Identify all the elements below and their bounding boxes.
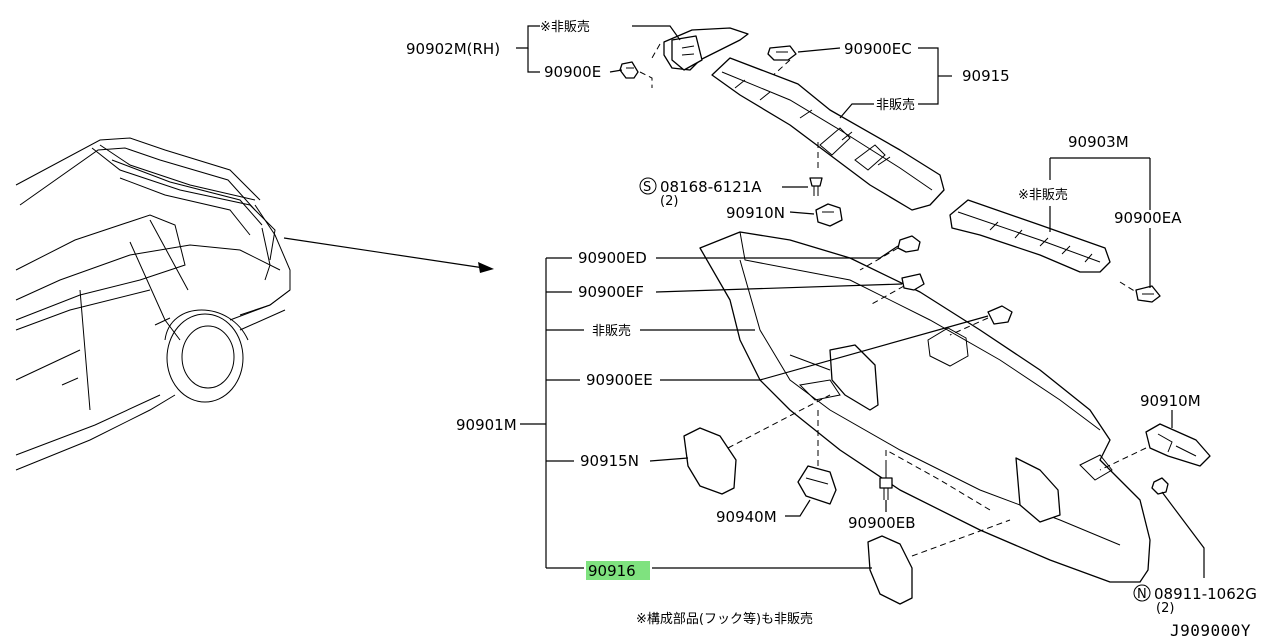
label-90915: 90915 xyxy=(962,67,1010,85)
part-90916 xyxy=(867,535,913,605)
symbol-s: S xyxy=(643,180,651,195)
label-90900EE: 90900EE xyxy=(586,371,653,389)
part-90915N xyxy=(683,427,737,495)
label-90900EF: 90900EF xyxy=(578,283,644,301)
label-90902M-RH: 90902M(RH) xyxy=(406,40,500,58)
part-08168-6121A-screw xyxy=(809,177,823,196)
label-not-sold-left: 非販売 xyxy=(592,323,631,339)
part-90901M-main-trim xyxy=(699,231,1151,583)
part-90900EA xyxy=(1135,285,1161,303)
symbol-s-circle xyxy=(639,177,657,195)
symbol-n-circle xyxy=(1133,584,1151,602)
part-90900EB xyxy=(879,466,893,500)
label-90910N: 90910N xyxy=(726,204,785,222)
label-90915N: 90915N xyxy=(580,452,639,470)
part-90910M xyxy=(1145,423,1211,467)
label-90900E: 90900E xyxy=(544,63,601,81)
part-90900ED xyxy=(897,235,921,253)
label-90900ED: 90900ED xyxy=(578,249,647,267)
diagram-id: J909000Y xyxy=(1170,621,1251,640)
footnote: ※構成部品(フック等)も非販売 xyxy=(636,611,813,627)
leader-lines xyxy=(516,25,1205,578)
car-illustration xyxy=(15,137,494,471)
part-90915 xyxy=(711,57,945,211)
part-90902M xyxy=(663,27,749,71)
part-90910N xyxy=(815,203,843,227)
label-08911-1062G: 08911-1062G xyxy=(1154,585,1257,603)
part-90900EF xyxy=(901,273,925,291)
highlight-90916 xyxy=(586,561,650,580)
label-90903M: 90903M xyxy=(1068,133,1129,151)
symbol-n: N xyxy=(1137,587,1147,602)
label-not-sold-mid: 非販売 xyxy=(876,97,915,113)
label-not-sold-right: ※非販売 xyxy=(1018,187,1068,203)
label-90901M: 90901M xyxy=(456,416,517,434)
label-screw-qty: (2) xyxy=(660,194,678,209)
label-not-sold-top: ※非販売 xyxy=(540,19,590,35)
label-90916[interactable]: 90916 xyxy=(588,562,636,580)
part-90900EE xyxy=(987,305,1013,325)
part-90900EC xyxy=(767,45,797,61)
part-90900E xyxy=(619,61,639,79)
part-90903M xyxy=(949,199,1111,273)
label-08168-6121A: 08168-6121A xyxy=(660,178,762,196)
part-08911-1062G-nut xyxy=(1151,477,1169,495)
label-90900EA: 90900EA xyxy=(1114,209,1182,227)
part-90940M xyxy=(797,465,837,505)
label-90900EC: 90900EC xyxy=(844,40,912,58)
label-90900EB: 90900EB xyxy=(848,514,916,532)
label-nut-qty: (2) xyxy=(1156,601,1174,616)
label-90940M: 90940M xyxy=(716,508,777,526)
label-90910M: 90910M xyxy=(1140,392,1201,410)
